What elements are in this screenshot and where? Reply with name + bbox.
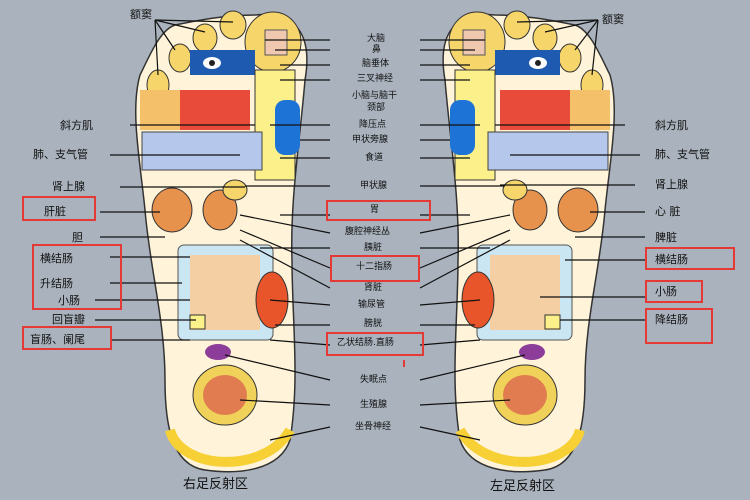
- label-pituitary: 脑垂体: [362, 59, 390, 69]
- label-thyroid: 甲状腺: [360, 181, 388, 191]
- label-duodenum: 十二指肠: [356, 262, 393, 272]
- label-kidney: 肾脏: [364, 283, 383, 293]
- label-pancreas: 胰脏: [364, 243, 383, 253]
- label-nose: 鼻: [372, 45, 382, 55]
- label-ureter: 输尿管: [358, 300, 386, 310]
- highlight-mark: [403, 360, 405, 367]
- label-ascending-colon: 升结肠: [40, 277, 73, 290]
- caption-right-foot: 右足反射区: [183, 477, 249, 492]
- label-cecum-appendix: 盲肠、阑尾: [30, 333, 85, 346]
- label-bladder: 膀胱: [364, 319, 383, 329]
- label-gallbladder: 胆: [72, 231, 83, 244]
- label-lung-left: 肺、支气管: [655, 148, 710, 161]
- label-stomach: 胃: [370, 205, 380, 215]
- label-heart: 心 脏: [655, 205, 681, 218]
- label-adrenal-right: 肾上腺: [52, 180, 85, 193]
- label-spleen: 脾脏: [655, 231, 677, 244]
- highlight-transverse-colon-left: [645, 247, 735, 270]
- label-sinus-left: 额窦: [602, 13, 624, 26]
- label-esophagus: 食道: [365, 153, 384, 163]
- label-sigmoid-rectum: 乙状结肠.直肠: [337, 338, 394, 348]
- label-brain: 大脑: [367, 34, 386, 44]
- label-insomnia-point: 失眠点: [360, 375, 388, 385]
- label-transverse-colon-right: 横结肠: [40, 252, 73, 265]
- label-neck: 颈部: [367, 103, 386, 113]
- label-small-intestine-left: 小肠: [655, 285, 677, 298]
- label-descending-colon: 降结肠: [655, 313, 688, 326]
- label-ileocecal-valve: 回盲瓣: [52, 313, 85, 326]
- highlight-liver: [22, 196, 96, 221]
- label-lung-right: 肺、支气管: [33, 148, 88, 161]
- label-sinus-right: 额窦: [130, 8, 152, 21]
- highlight-stomach: [326, 200, 431, 221]
- highlight-sigmoid: [326, 332, 424, 356]
- highlight-descending-colon: [645, 308, 713, 344]
- label-trigeminal: 三叉神经: [357, 74, 394, 84]
- highlight-cecum: [22, 326, 112, 350]
- highlight-duodenum: [330, 255, 420, 282]
- label-transverse-colon-left: 横结肠: [655, 253, 688, 266]
- label-trapezius-left: 斜方肌: [655, 119, 688, 132]
- label-small-intestine-right: 小肠: [58, 294, 80, 307]
- label-parathyroid: 甲状旁腺: [352, 135, 389, 145]
- label-sciatic: 坐骨神经: [355, 422, 392, 432]
- caption-left-foot: 左足反射区: [490, 479, 556, 494]
- highlight-small-intestine-left: [645, 280, 703, 303]
- label-celiac-plexus: 腹腔神经丛: [345, 227, 391, 237]
- label-bp-point: 降压点: [359, 120, 387, 130]
- label-cerebellum: 小脑与脑干: [352, 91, 398, 101]
- label-gonad: 生殖腺: [360, 400, 388, 410]
- label-adrenal-left: 肾上腺: [655, 178, 688, 191]
- label-trapezius-right: 斜方肌: [60, 119, 93, 132]
- highlight-colon-right: [32, 244, 122, 310]
- label-liver: 肝脏: [44, 205, 66, 218]
